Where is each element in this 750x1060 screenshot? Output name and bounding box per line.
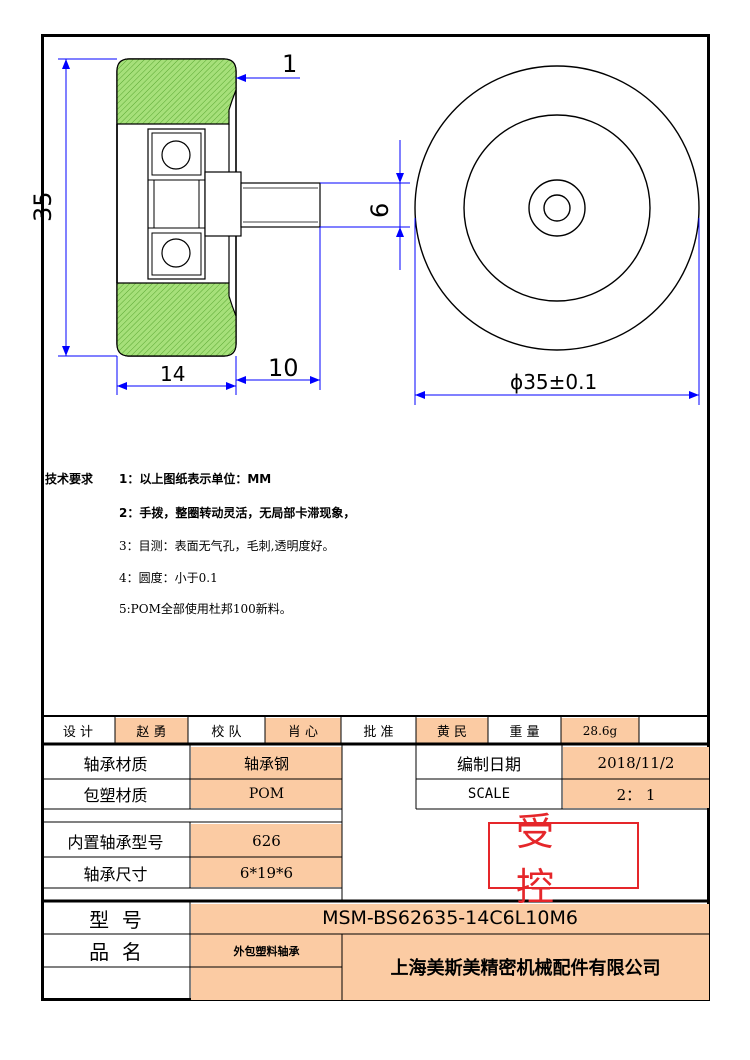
bearing-material-label: 轴承材质 — [83, 755, 148, 774]
bearing-size-label: 轴承尺寸 — [83, 864, 148, 884]
approve-value: 黄 民 — [436, 725, 468, 740]
model-value: MSM-BS62635-14C6L10M6 — [322, 907, 578, 929]
requirements-heading: 技术要求 — [45, 472, 94, 486]
design-value: 赵 勇 — [136, 725, 167, 740]
dim-width-bottom: 14 — [160, 362, 186, 386]
coating-material-label: 包塑材质 — [83, 786, 148, 805]
dim-shaft-length: 10 — [268, 354, 299, 382]
weight-value: 28.6g — [582, 723, 618, 738]
requirement-item: 5:POM全部使用杜邦100新料。 — [119, 602, 292, 616]
approve-label: 批 准 — [363, 725, 394, 740]
title-block-fills — [115, 718, 709, 1000]
inner-bearing-label: 内置轴承型号 — [67, 832, 164, 852]
controlled-stamp: 受控 — [488, 810, 639, 909]
requirement-item: 1：以上图纸表示单位：MM — [119, 472, 272, 486]
technical-drawing — [58, 58, 700, 405]
company-name: 上海美斯美精密机械配件有限公司 — [390, 958, 661, 979]
side-section-view — [116, 58, 321, 357]
check-value: 肖 心 — [287, 725, 319, 740]
bearing-material-value: 轴承钢 — [243, 754, 289, 773]
bearing-size-value: 6*19*6 — [239, 863, 294, 882]
date-label: 编制日期 — [456, 755, 521, 774]
inner-bearing-value: 626 — [252, 831, 281, 850]
product-value: 外包塑料轴承 — [233, 944, 300, 958]
requirement-item: 2：手拨，整圈转动灵活，无局部卡滞现象， — [119, 506, 356, 520]
scale-value: 2： 1 — [616, 785, 656, 804]
requirement-item: 3：目测：表面无气孔，毛刺,透明度好。 — [119, 539, 335, 553]
front-view — [414, 65, 700, 351]
coating-material-value: POM — [248, 786, 285, 802]
check-label: 校 队 — [211, 725, 242, 740]
design-label: 设 计 — [62, 725, 94, 740]
dim-outer-diameter: ϕ35±0.1 — [510, 370, 598, 394]
dimension-lines — [58, 58, 700, 405]
model-label: 型 号 — [89, 907, 142, 932]
scale-label: SCALE — [467, 786, 511, 802]
date-value: 2018/11/2 — [597, 754, 675, 772]
requirement-item: 4：圆度：小于0.1 — [119, 571, 218, 585]
title-block-lines — [41, 715, 710, 1000]
product-label: 品 名 — [89, 940, 142, 964]
weight-label: 重 量 — [509, 725, 540, 740]
dim-width-top: 1 — [282, 50, 298, 78]
